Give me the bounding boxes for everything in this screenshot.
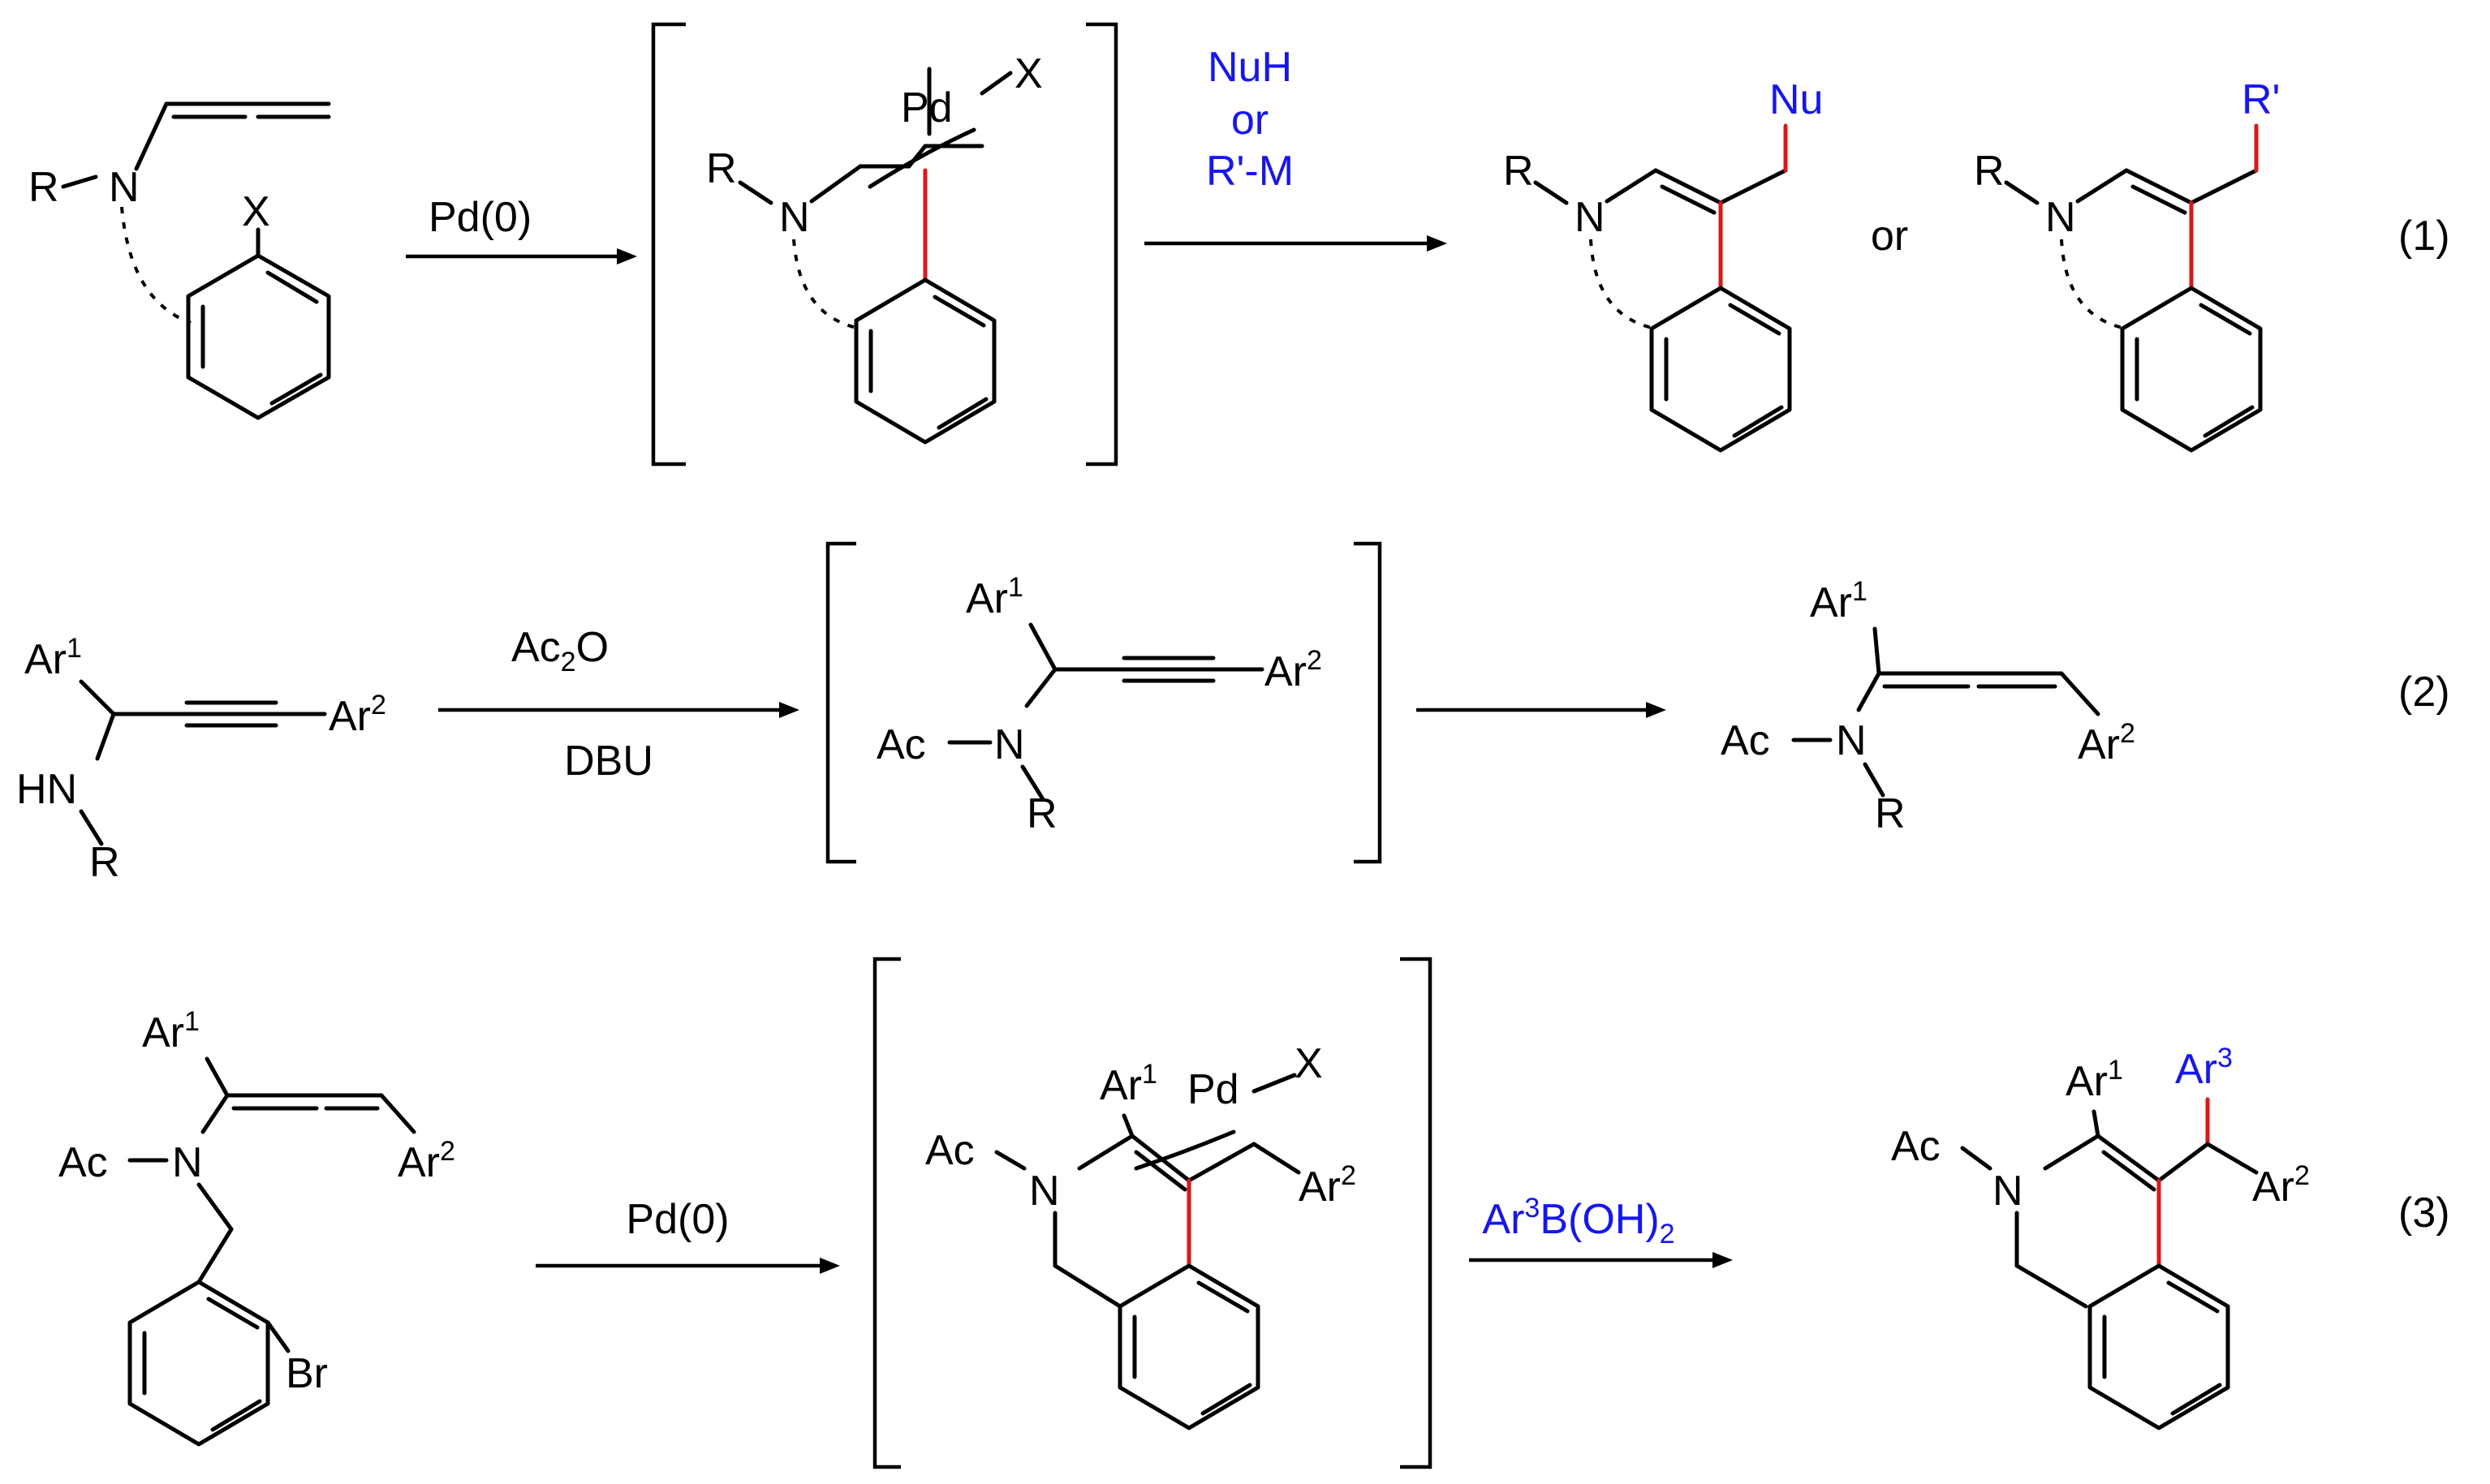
svg-text:Ar2: Ar2: [1264, 645, 1322, 695]
r1-int-allyl-arc: [868, 127, 976, 189]
r1-int-Pd: Pd: [901, 84, 953, 131]
svg-text:Ar1: Ar1: [24, 633, 82, 683]
r1-reagent-pd0: Pd(0): [429, 194, 532, 241]
svg-text:Ac: Ac: [925, 1127, 975, 1174]
svg-text:Ar3: Ar3: [2175, 1043, 2233, 1093]
r1-cond-nuh: NuH: [1208, 44, 1292, 91]
reaction-3: Ar1 Ar2 Ac N Br Pd(0): [58, 957, 2450, 1469]
svg-text:Ac: Ac: [1891, 1123, 1941, 1170]
svg-text:R: R: [1027, 790, 1058, 837]
r1-cond-rm: R'-M: [1206, 148, 1294, 195]
r2-sm-R: R: [89, 839, 120, 886]
r1-product-nu: R N Nu: [1503, 76, 1823, 453]
r1-cond-or: or: [1231, 97, 1269, 144]
svg-text:Ar1: Ar1: [1810, 576, 1868, 626]
r1-intermediate: R N Pd X: [706, 50, 1043, 445]
svg-text:N: N: [1836, 717, 1867, 764]
r1-sm-benzene: [186, 253, 331, 420]
svg-text:Ar1: Ar1: [1100, 1059, 1157, 1109]
r1-product-rprime: R N R': [1974, 76, 2280, 453]
r3-sm-Br: Br: [286, 1350, 328, 1397]
r3-starting-material: Ar1 Ar2 Ac N Br: [58, 1006, 455, 1447]
r1-pb-Rprime: R': [2242, 76, 2280, 123]
r1-sm-R: R: [28, 164, 59, 211]
r3-bracket-right: [1400, 957, 1432, 1469]
svg-text:Ar2: Ar2: [398, 1136, 455, 1186]
svg-text:Ar1: Ar1: [2066, 1055, 2123, 1105]
r2-product-allene: Ar1 Ar2 Ac N R: [1721, 576, 2135, 837]
r1-sm-X: X: [242, 188, 270, 235]
r3-reagent-pd0: Pd(0): [626, 1196, 729, 1243]
r1-int-X: X: [1015, 50, 1043, 97]
r3-reagent-boronic: Ar3B(OH)2: [1482, 1193, 1674, 1250]
r3-intermediate: Ar1 Pd X Ar2 Ac N: [925, 1040, 1356, 1430]
svg-text:Ar2: Ar2: [2252, 1160, 2310, 1211]
svg-text:Ar1: Ar1: [142, 1006, 200, 1056]
r1-sm-bond: [61, 174, 98, 189]
r3-product: Ar1 Ar3 Ar2 Ac N: [1891, 1043, 2310, 1430]
r1-pa-N: N: [1575, 194, 1605, 241]
r1-bracket-right: [1086, 22, 1118, 467]
svg-text:Ac: Ac: [1721, 717, 1770, 764]
r2-intermediate: Ar1 Ar2 Ac N R: [877, 572, 1322, 837]
r3-sm-benzene: [127, 1280, 270, 1447]
svg-text:N: N: [994, 721, 1025, 768]
svg-text:Ar1: Ar1: [966, 572, 1023, 622]
r1-pb-N: N: [2045, 194, 2076, 241]
svg-text:Ar2: Ar2: [329, 690, 386, 740]
r1-bracket-left: [651, 22, 686, 467]
r1-pa-R: R: [1503, 148, 1534, 195]
r2-bracket-left: [825, 541, 856, 864]
r3-number: (3): [2398, 1189, 2450, 1237]
r3-int-X: X: [1295, 1040, 1323, 1087]
r1-sm-N: N: [109, 164, 140, 211]
svg-text:Ar2: Ar2: [2078, 718, 2135, 768]
reaction-2: Ar1 Ar2 HN R Ac2O DBU Ar1: [16, 541, 2450, 886]
svg-text:N: N: [172, 1139, 203, 1186]
r2-reagent-ac2o: Ac2O: [511, 624, 609, 677]
r1-starting-material: R N X: [28, 101, 331, 420]
r1-int-benzene: [854, 277, 997, 445]
r1-int-R: R: [706, 145, 737, 192]
svg-text:Ac: Ac: [877, 721, 926, 768]
svg-text:N: N: [1992, 1168, 2023, 1215]
r1-or-text: or: [1871, 213, 1908, 260]
svg-text:R: R: [1875, 790, 1906, 837]
r2-starting-material: Ar1 Ar2 HN R: [16, 633, 386, 886]
reaction-1: R N X Pd(0) R N: [28, 22, 2450, 467]
r2-sm-HN: HN: [16, 766, 77, 813]
r1-pb-R: R: [1974, 148, 2005, 195]
r2-reagent-dbu: DBU: [564, 738, 653, 785]
r2-bracket-right: [1354, 541, 1382, 864]
r1-number: (1): [2398, 213, 2450, 260]
svg-text:Ac: Ac: [58, 1139, 108, 1186]
svg-text:N: N: [1029, 1168, 1060, 1215]
r3-int-Pd: Pd: [1187, 1066, 1239, 1113]
r1-int-N: N: [779, 194, 810, 241]
r1-pa-Nu: Nu: [1769, 76, 1823, 123]
svg-text:Ar2: Ar2: [1299, 1160, 1356, 1211]
r2-number: (2): [2398, 669, 2450, 716]
r3-bracket-left: [872, 957, 901, 1469]
